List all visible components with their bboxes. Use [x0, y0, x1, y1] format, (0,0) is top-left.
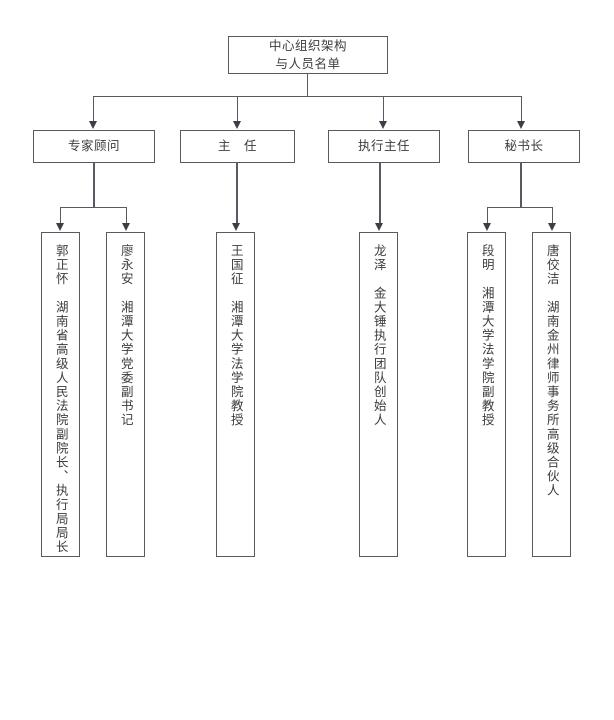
root-node-label-line1: 中心组织架构: [268, 37, 347, 53]
connector-drop-division-4: [521, 96, 523, 122]
division-node-director[interactable]: 主 任: [180, 130, 295, 163]
connector-bus-secretary-general: [487, 207, 553, 209]
member-label-5: 段明 湘潭大学法学院副教授: [479, 244, 495, 428]
connector-drop-member-5: [487, 207, 489, 224]
root-node-label: 中心组织架构 与人员名单: [269, 37, 347, 73]
division-node-secretary-general[interactable]: 秘书长: [468, 130, 580, 163]
member-label-2: 廖永安 湘潭大学党委副书记: [118, 244, 134, 428]
arrow-member-3: [232, 223, 240, 231]
connector-stem-secretary-general: [520, 163, 522, 208]
connector-root-stem: [307, 74, 309, 97]
connector-bus-expert-advisor: [60, 207, 127, 209]
division-label-1: 专家顾问: [67, 138, 120, 154]
connector-drop-member-6: [552, 207, 554, 224]
connector-drop-division-2: [237, 96, 239, 122]
division-node-executive-director[interactable]: 执行主任: [328, 130, 440, 163]
member-node-guo-zhenghuai[interactable]: 郭正怀 湖南省高级人民法院副院长、执行局局长: [41, 232, 80, 557]
member-label-3: 王国征 湘潭大学法学院教授: [228, 244, 244, 428]
arrow-division-2: [233, 121, 241, 129]
member-node-duan-ming[interactable]: 段明 湘潭大学法学院副教授: [467, 232, 506, 557]
arrow-division-4: [517, 121, 525, 129]
member-node-long-ze[interactable]: 龙泽 金大锤执行团队创始人: [359, 232, 398, 557]
connector-drop-division-1: [93, 96, 95, 122]
connector-drop-division-3: [383, 96, 385, 122]
member-node-wang-guozheng[interactable]: 王国征 湘潭大学法学院教授: [216, 232, 255, 557]
division-node-expert-advisor[interactable]: 专家顾问: [33, 130, 155, 163]
connector-drop-member-2: [126, 207, 128, 224]
arrow-division-1: [89, 121, 97, 129]
arrow-member-1: [56, 223, 64, 231]
connector-stem-director: [236, 163, 238, 224]
arrow-member-5: [483, 223, 491, 231]
arrow-member-4: [375, 223, 383, 231]
connector-stem-executive-director: [379, 163, 381, 224]
member-node-liao-yongan[interactable]: 廖永安 湘潭大学党委副书记: [106, 232, 145, 557]
member-label-6: 唐佼洁 湖南金州律师事务所高级合伙人: [544, 244, 560, 498]
arrow-division-3: [379, 121, 387, 129]
division-label-4: 秘书长: [504, 138, 544, 154]
division-label-2: 主 任: [217, 138, 257, 154]
root-node-center-structure[interactable]: 中心组织架构 与人员名单: [228, 36, 388, 74]
member-label-1: 郭正怀 湖南省高级人民法院副院长、执行局局长: [53, 244, 69, 555]
connector-root-bus: [93, 96, 521, 98]
arrow-member-2: [122, 223, 130, 231]
arrow-member-6: [548, 223, 556, 231]
connector-drop-member-1: [60, 207, 62, 224]
division-label-3: 执行主任: [357, 138, 410, 154]
root-node-label-line2: 与人员名单: [275, 56, 341, 71]
member-label-4: 龙泽 金大锤执行团队创始人: [371, 244, 387, 428]
connector-stem-expert-advisor: [93, 163, 95, 208]
member-node-tang-jiaojie[interactable]: 唐佼洁 湖南金州律师事务所高级合伙人: [532, 232, 571, 557]
